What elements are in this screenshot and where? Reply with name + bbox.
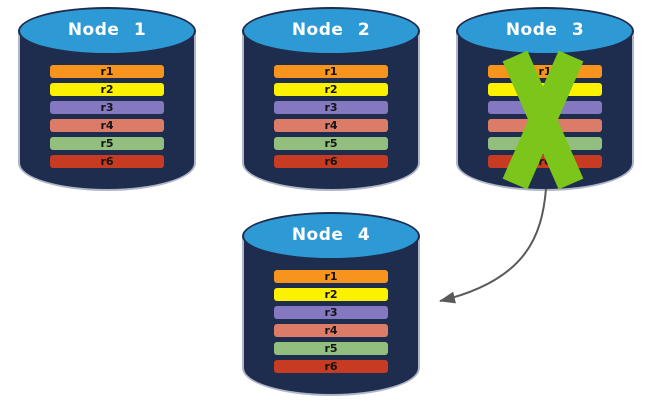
node-2-label: Node 2: [291, 20, 371, 40]
node-2-cylinder: Node 2 r1 r2 r3 r4 r5 r6: [242, 7, 420, 191]
node-1-label: Node 1: [67, 20, 147, 40]
node-1-rows: r1 r2 r3 r4 r5 r6: [50, 65, 164, 168]
row-r5: r5: [274, 342, 388, 355]
failure-x-icon: [502, 50, 584, 190]
row-r4: r4: [274, 119, 388, 132]
node-4-label: Node 4: [291, 225, 371, 245]
row-r1: r1: [274, 270, 388, 283]
row-r2: r2: [50, 83, 164, 96]
row-r2: r2: [274, 288, 388, 301]
node-3-cylinder: Node 3 r1 r2 r3 r4 r5 r6: [456, 7, 634, 191]
row-r6: r6: [274, 155, 388, 168]
row-r6: r6: [274, 360, 388, 373]
node-3-cylinder-top: [456, 7, 634, 55]
node-2-rows: r1 r2 r3 r4 r5 r6: [274, 65, 388, 168]
node-4-rows: r1 r2 r3 r4 r5 r6: [274, 270, 388, 373]
node-2-cylinder-top: [242, 7, 420, 55]
node-4-cylinder-top: [242, 212, 420, 260]
arrow-node3-to-node4: [439, 188, 547, 304]
node-1-cylinder: Node 1 r1 r2 r3 r4 r5 r6: [18, 7, 196, 191]
row-r3: r3: [50, 101, 164, 114]
row-r4: r4: [50, 119, 164, 132]
row-r1: r1: [50, 65, 164, 78]
row-r6: r6: [50, 155, 164, 168]
row-r3: r3: [274, 306, 388, 319]
node-1-cylinder-top: [18, 7, 196, 55]
node-4-cylinder: Node 4 r1 r2 r3 r4 r5 r6: [242, 212, 420, 396]
row-r5: r5: [50, 137, 164, 150]
node-3-label: Node 3: [505, 20, 585, 40]
row-r5: r5: [274, 137, 388, 150]
row-r3: r3: [274, 101, 388, 114]
row-r2: r2: [274, 83, 388, 96]
row-r4: r4: [274, 324, 388, 337]
row-r1: r1: [274, 65, 388, 78]
